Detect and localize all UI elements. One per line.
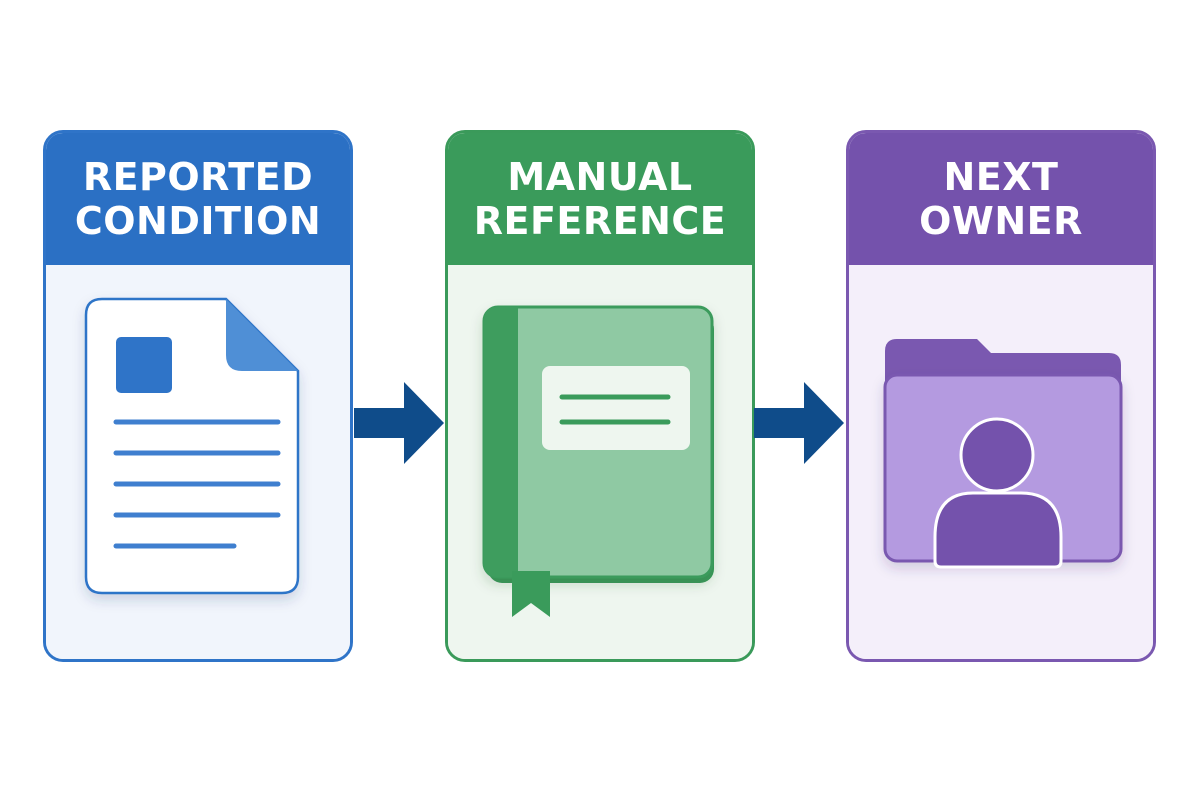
step-card-next-owner: NEXT OWNER bbox=[846, 130, 1156, 662]
step-title: NEXT OWNER bbox=[919, 155, 1083, 243]
arrow-right-icon bbox=[754, 382, 844, 464]
step-header: MANUAL REFERENCE bbox=[448, 133, 752, 265]
document-icon bbox=[84, 297, 300, 595]
step-card-manual-reference: MANUAL REFERENCE bbox=[445, 130, 755, 662]
step-header: REPORTED CONDITION bbox=[46, 133, 350, 265]
step-card-reported-condition: REPORTED CONDITION bbox=[43, 130, 353, 662]
step-title: MANUAL REFERENCE bbox=[473, 155, 727, 243]
step-body bbox=[849, 265, 1153, 659]
step-header: NEXT OWNER bbox=[849, 133, 1153, 265]
arrow-right-icon bbox=[354, 382, 444, 464]
step-body bbox=[448, 265, 752, 659]
step-title: REPORTED CONDITION bbox=[74, 155, 322, 243]
user-folder-icon bbox=[883, 339, 1123, 569]
step-body bbox=[46, 265, 350, 659]
book-icon bbox=[482, 305, 714, 617]
